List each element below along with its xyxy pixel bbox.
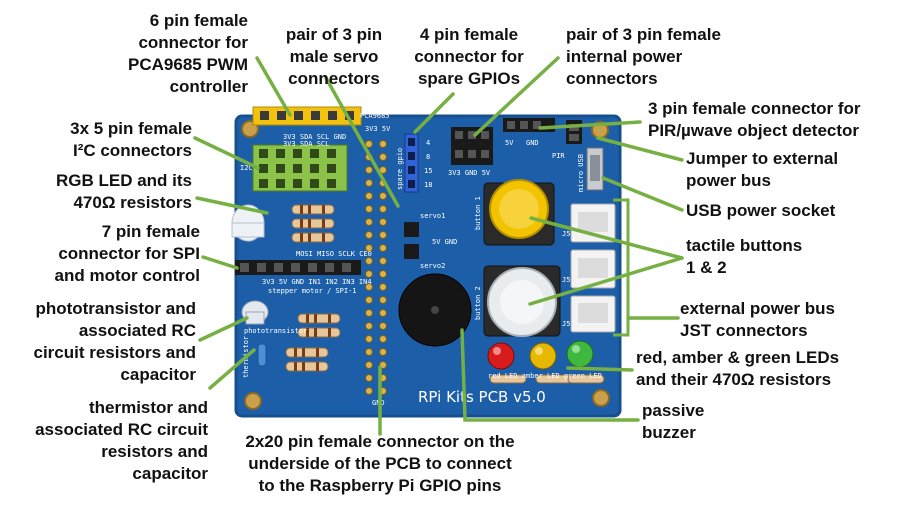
silk-board-title: RPi Kits PCB v5.0 <box>418 388 546 406</box>
label-status-leds: red, amber & green LEDs and their 470Ω r… <box>636 348 840 389</box>
tactile-button-1 <box>483 179 555 246</box>
silk-micro-usb: micro USB <box>577 154 585 192</box>
status-leds <box>487 340 594 370</box>
label-rgb-led: RGB LED and its 470Ω resistors <box>55 171 192 212</box>
internal-power-headers <box>451 127 493 165</box>
spare-gpio-header <box>404 133 419 193</box>
silk-motor: stepper motor / SPI-1 <box>268 287 357 295</box>
silk-gpio-num-15: 15 <box>424 167 432 175</box>
silk-servo2: servo2 <box>420 262 445 270</box>
pir-jumper <box>566 120 582 144</box>
label-pir-connector: 3 pin female connector for PIR/µwave obj… <box>648 99 861 140</box>
jst-bracket <box>613 198 630 337</box>
label-passive-buzzer: passive buzzer <box>642 401 705 442</box>
passive-buzzer-part <box>398 273 472 347</box>
usb-socket <box>586 147 604 191</box>
label-spi-connector: 7 pin female connector for SPI and motor… <box>54 222 200 285</box>
spi-motor-header <box>235 260 361 275</box>
servo-headers <box>404 222 419 259</box>
silk-led-labels: red LED amber LED green LED <box>488 372 602 380</box>
thermistor-part <box>257 343 267 367</box>
label-phototransistor: phototransistor and associated RC circui… <box>33 299 196 384</box>
label-servo-connectors: pair of 3 pin male servo connectors <box>285 25 383 88</box>
label-internal-power-connectors: pair of 3 pin female internal power conn… <box>566 25 721 88</box>
silk-motor-pins: 3V3 5V GND IN1 IN2 IN3 IN4 <box>262 278 372 286</box>
silk-j5-2: J5 <box>562 276 570 284</box>
phototransistor-part <box>241 300 269 325</box>
rgb-led <box>231 204 265 242</box>
silk-button2: button 2 <box>474 286 482 320</box>
silk-servo-pins: 5V GND <box>432 238 457 246</box>
label-power-jumper: Jumper to external power bus <box>686 149 839 190</box>
label-jst-connectors: external power bus JST connectors <box>680 299 835 340</box>
silk-i2c-side: I2C <box>240 164 253 172</box>
silk-spare-gpio: spare gpio <box>396 148 404 190</box>
pca9685-header <box>252 106 362 126</box>
label-usb-socket: USB power socket <box>686 201 836 220</box>
mounting-holes <box>241 120 610 410</box>
resistor-bands <box>294 205 331 371</box>
silk-i2c-pins: 3V3 SDA SCL <box>283 140 329 148</box>
silk-pca9685: PCA9685 <box>360 112 390 120</box>
silk-pwr-5v: 5V <box>505 139 514 147</box>
silk-gpio-num-8: 8 <box>426 153 430 161</box>
gpio-holes <box>365 140 387 395</box>
label-spare-gpio-connector: 4 pin female connector for spare GPIOs <box>414 25 524 88</box>
silk-gpio-num-4: 4 <box>426 139 430 147</box>
silk-gpio-num-18: 18 <box>424 181 432 189</box>
callout-lines <box>193 56 684 436</box>
silk-j5-1: J5 <box>562 230 570 238</box>
silk-phototransistor: phototransistor <box>244 327 307 335</box>
label-thermistor: thermistor and associated RC circuit res… <box>35 398 208 483</box>
label-tactile-buttons: tactile buttons 1 & 2 <box>686 236 803 277</box>
label-i2c-connectors: 3x 5 pin female I²C connectors <box>70 119 192 160</box>
silk-button1: button 1 <box>474 196 482 230</box>
silk-pir: PIR <box>552 152 565 160</box>
external-bus-header <box>503 118 555 132</box>
silk-servo1: servo1 <box>420 212 445 220</box>
i2c-headers <box>252 144 348 192</box>
tactile-button-2 <box>483 265 561 337</box>
label-pca9685-connector: 6 pin female connector for PCA9685 PWM c… <box>128 11 248 96</box>
jst-connectors <box>570 203 616 333</box>
silk-j5-3: J5 <box>562 320 570 328</box>
silk-spi-pins: MOSI MISO SCLK CE0 <box>296 250 372 258</box>
silk-pca-pins: 3V3 SDA SCL GND <box>283 133 346 141</box>
silk-rail: 3V3 5V <box>365 125 391 133</box>
silk-pwr-gnd: GND <box>526 139 539 147</box>
silk-power-pins: 3V3 GND 5V <box>448 169 491 177</box>
label-gpio-header: 2x20 pin female connector on the undersi… <box>245 432 515 495</box>
